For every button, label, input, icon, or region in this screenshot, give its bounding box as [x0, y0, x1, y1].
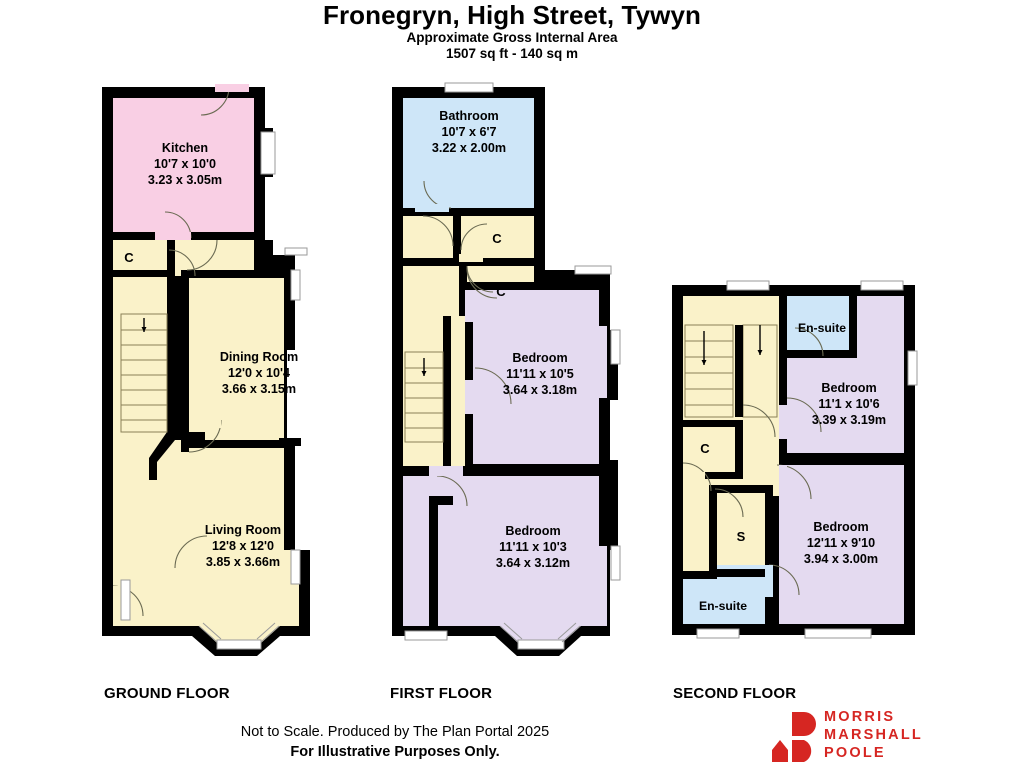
bedroom1-area	[473, 290, 607, 464]
dining-label: Dining Room	[220, 350, 298, 364]
living-imperial: 12'8 x 12'0	[212, 539, 274, 553]
footer-illustrative: For Illustrative Purposes Only.	[290, 744, 500, 760]
bedroom2-area	[403, 476, 607, 643]
ground-doors	[112, 86, 230, 617]
ground-door-openings	[113, 84, 249, 620]
kitchen-area	[113, 98, 254, 238]
second-closet-c-area	[683, 426, 743, 478]
second-door-openings	[683, 405, 787, 597]
second-doors	[682, 327, 824, 596]
living-area	[175, 451, 299, 643]
first-bed2-label: Bedroom	[505, 524, 560, 538]
first-closet-c2: C	[496, 284, 506, 299]
logo-line-1: MORRIS	[824, 709, 896, 725]
first-windows	[404, 82, 621, 650]
second-ensuite1-label: En-suite	[798, 321, 846, 335]
ground-closet-c: C	[124, 250, 134, 265]
first-floor-label: FIRST FLOOR	[390, 685, 493, 702]
second-room-labels: En-suite Bedroom 11'1 x 10'6 3.39 x 3.19…	[699, 321, 886, 613]
first-door-openings	[415, 204, 483, 476]
second-floor-label: SECOND FLOOR	[673, 685, 797, 702]
first-room-labels: Bathroom 10'7 x 6'7 3.22 x 2.00m C C Bed…	[432, 109, 577, 570]
second-ensuite2-label: En-suite	[699, 599, 747, 613]
dining-metric: 3.66 x 3.15m	[222, 382, 296, 396]
second-bed2-imperial: 12'11 x 9'10	[807, 536, 875, 550]
ground-room-labels: Kitchen 10'7 x 10'0 3.23 x 3.05m C Dinin…	[124, 141, 298, 569]
second-floor-plan: En-suite Bedroom 11'1 x 10'6 3.39 x 3.19…	[672, 280, 918, 639]
page-title: Fronegryn, High Street, Tywyn	[322, 0, 702, 30]
second-windows	[696, 280, 918, 639]
second-closet-c: C	[700, 441, 710, 456]
bathroom-metric: 3.22 x 2.00m	[432, 141, 506, 155]
living-metric: 3.85 x 3.66m	[206, 555, 280, 569]
second-bed1-imperial: 11'1 x 10'6	[818, 397, 879, 411]
first-bed1-imperial: 11'11 x 10'5	[506, 367, 574, 381]
living-label: Living Room	[205, 523, 281, 537]
closet-c1-area	[461, 216, 534, 258]
kitchen-label: Kitchen	[162, 141, 208, 155]
staircase-second	[684, 324, 778, 418]
staircase-ground	[120, 313, 168, 433]
gross-area-label: Approximate Gross Internal Area	[406, 30, 618, 45]
bathroom-label: Bathroom	[439, 109, 498, 123]
second-interior-walls	[683, 296, 904, 625]
second-bed1-label: Bedroom	[821, 381, 876, 395]
second-bed2-area	[779, 465, 904, 624]
second-bed2-label: Bedroom	[813, 520, 868, 534]
kitchen-imperial: 10'7 x 10'0	[154, 157, 216, 171]
first-doors	[422, 180, 512, 507]
second-bed1-metric: 3.39 x 3.19m	[812, 413, 886, 427]
first-floor-plan: Bathroom 10'7 x 6'7 3.22 x 2.00m C C Bed…	[392, 82, 621, 656]
ensuite1-area	[787, 296, 855, 358]
second-store-s: S	[737, 529, 746, 544]
logo-line-3: POOLE	[824, 745, 886, 761]
ensuite2-area	[683, 565, 773, 624]
first-closet-c1: C	[492, 231, 502, 246]
company-logo: MORRIS MARSHALL POOLE	[770, 708, 940, 764]
second-store-s-area	[715, 491, 773, 577]
gross-area-value: 1507 sq ft - 140 sq m	[445, 46, 579, 61]
ground-floor-label: GROUND FLOOR	[104, 685, 230, 702]
logo-line-2: MARSHALL	[824, 727, 923, 743]
first-bed2-imperial: 11'11 x 10'3	[499, 540, 567, 554]
bathroom-imperial: 10'7 x 6'7	[441, 125, 496, 139]
first-bed2-metric: 3.64 x 3.12m	[496, 556, 570, 570]
dining-imperial: 12'0 x 10'4	[228, 366, 290, 380]
logo-mark-icon	[772, 712, 816, 762]
first-bed1-metric: 3.64 x 3.18m	[503, 383, 577, 397]
first-bed1-label: Bedroom	[512, 351, 567, 365]
kitchen-metric: 3.23 x 3.05m	[148, 173, 222, 187]
logo-wordmark: MORRIS MARSHALL POOLE	[824, 708, 923, 762]
ground-windows	[120, 131, 308, 650]
footer-disclaimer: Not to Scale. Produced by The Plan Porta…	[240, 724, 550, 740]
ground-floor-plan: Kitchen 10'7 x 10'0 3.23 x 3.05m C Dinin…	[102, 84, 310, 656]
staircase-first	[404, 351, 444, 443]
second-bed2-metric: 3.94 x 3.00m	[804, 552, 878, 566]
